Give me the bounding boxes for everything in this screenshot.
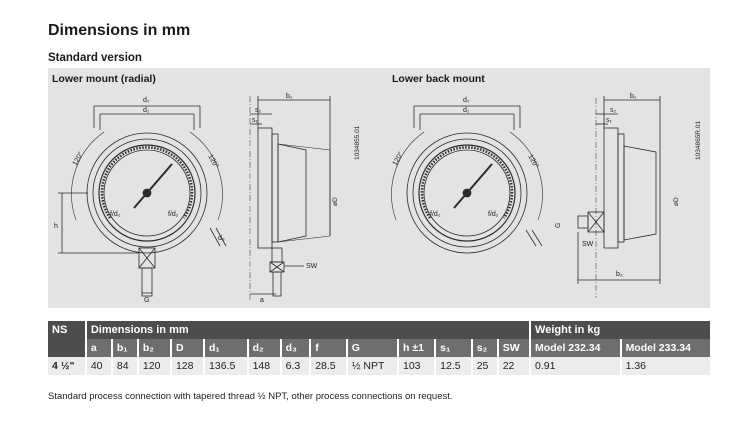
left-side-view — [249, 96, 331, 300]
left-phid-label: øD — [332, 197, 339, 206]
cell-value: 120 — [136, 357, 171, 375]
col-header: s₂ — [470, 339, 498, 357]
cell-value: 12.5 — [434, 357, 472, 375]
col-header: h ±1 — [396, 339, 436, 357]
left-dial-left-mark: f/d₂ — [110, 211, 121, 218]
gauge-dimension-drawings: d₂ d₁ b₁ s₂ s₁ h d₃ G a SW øD 1034855.01… — [54, 93, 702, 304]
col-header: b₂ — [136, 339, 171, 357]
cell-weight: 0.91 — [529, 357, 621, 375]
page-title: Dimensions in mm — [48, 22, 191, 39]
right-side-view — [577, 96, 661, 298]
right-s2-label: s₂ — [610, 107, 617, 114]
left-sw-label: SW — [306, 263, 318, 270]
right-dial-left-mark: f/d₂ — [430, 211, 441, 218]
right-b2-label: b₂ — [616, 271, 623, 278]
cell-value: 103 — [396, 357, 436, 375]
left-angle-right: 120° — [206, 153, 220, 170]
cell-value: 148 — [246, 357, 281, 375]
cell-value: 40 — [84, 357, 112, 375]
left-g-label: G — [144, 297, 149, 304]
right-b1-label: b₁ — [630, 93, 637, 100]
section-subtitle: Standard version — [48, 52, 142, 64]
cell-value: 28.5 — [309, 357, 347, 375]
right-g-label: G — [555, 223, 562, 228]
footnote: Standard process connection with tapered… — [48, 391, 453, 402]
col-header: D — [169, 339, 205, 357]
cell-weight: 1.36 — [619, 357, 710, 375]
left-front-view — [58, 105, 227, 297]
col-header: d₁ — [203, 339, 248, 357]
left-s1-label: s₁ — [252, 117, 259, 124]
technical-drawing-panel: Lower mount (radial) Lower back mount — [48, 68, 710, 308]
cell-ns: 4 ½" — [48, 357, 86, 375]
col-header: s₁ — [434, 339, 472, 357]
cell-value: 25 — [470, 357, 498, 375]
table-row: 4 ½" 40 84 120 128 136.5 148 6.3 28.5 ½ … — [48, 357, 710, 375]
left-a-label: a — [260, 297, 264, 304]
cell-value: 6.3 — [279, 357, 311, 375]
table-subheader-row: a b₁ b₂ D d₁ d₂ d₃ f G h ±1 s₁ s₂ SW Mod… — [48, 339, 710, 357]
cell-value: 128 — [169, 357, 205, 375]
cell-value: 136.5 — [203, 357, 248, 375]
right-angle-right: 120° — [526, 153, 540, 170]
left-d1-label: d₁ — [143, 107, 150, 114]
right-dial-right-mark: f/d₂ — [488, 211, 499, 218]
header-weight: Weight in kg — [529, 321, 710, 339]
right-s1-label: s₁ — [606, 117, 613, 124]
header-dimensions: Dimensions in mm — [84, 321, 531, 339]
left-d3-label: d₃ — [218, 235, 225, 242]
right-front-view — [391, 105, 543, 254]
col-header: G — [345, 339, 398, 357]
right-sw-label: SW — [582, 241, 594, 248]
cell-value: 84 — [110, 357, 138, 375]
cell-value: ½ NPT — [345, 357, 398, 375]
left-drawing-code: 1034855.01 — [354, 125, 361, 160]
cell-value: 22 — [496, 357, 531, 375]
right-d1-label: d₁ — [463, 107, 470, 114]
right-d2-label: d₂ — [463, 97, 470, 104]
right-drawing-title: Lower back mount — [392, 73, 485, 85]
right-angle-left: 120° — [391, 150, 405, 167]
header-ns-blank — [48, 339, 86, 357]
right-drawing-code: 1034865R.01 — [695, 121, 702, 160]
table-header-row: NS Dimensions in mm Weight in kg — [48, 321, 710, 339]
left-s2-label: s₂ — [255, 107, 262, 114]
left-dial-right-mark: f/d₂ — [168, 211, 179, 218]
left-d2-label: d₂ — [143, 97, 150, 104]
col-header-weight: Model 232.34 — [529, 339, 621, 357]
col-header: SW — [496, 339, 531, 357]
col-header: d₂ — [246, 339, 281, 357]
left-drawing-title: Lower mount (radial) — [52, 73, 156, 85]
col-header: b₁ — [110, 339, 138, 357]
left-b1-label: b₁ — [286, 93, 293, 100]
col-header: f — [309, 339, 347, 357]
dimensions-table: NS Dimensions in mm Weight in kg a b₁ b₂… — [48, 321, 710, 375]
right-phid-label: øD — [673, 197, 680, 206]
left-h-label: h — [54, 223, 58, 230]
header-ns: NS — [48, 321, 86, 339]
col-header-weight: Model 233.34 — [619, 339, 710, 357]
left-angle-left: 120° — [71, 150, 85, 167]
col-header: d₃ — [279, 339, 311, 357]
col-header: a — [84, 339, 112, 357]
